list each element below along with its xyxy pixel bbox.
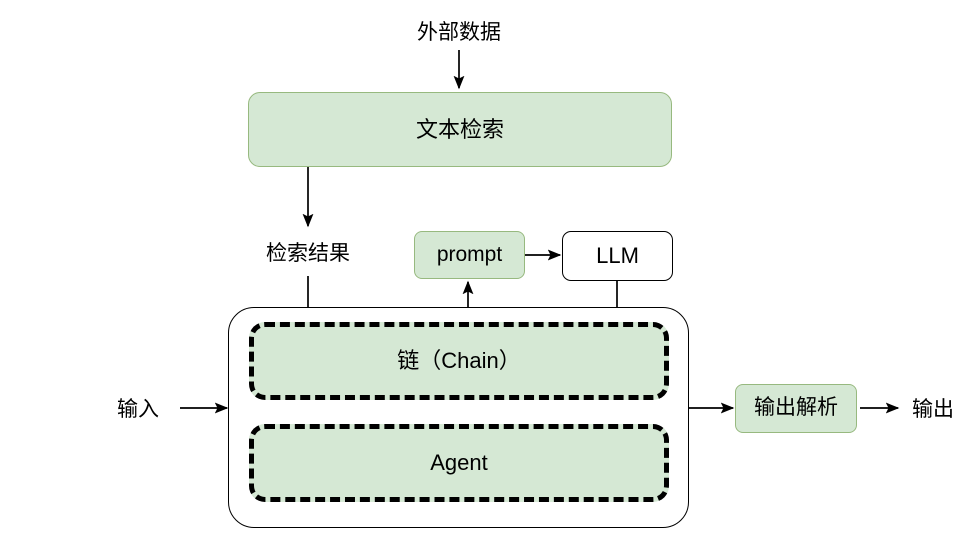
node-agent[interactable]: Agent [249, 424, 669, 502]
node-prompt[interactable]: prompt [414, 231, 525, 279]
node-llm[interactable]: LLM [562, 231, 673, 281]
node-output-parser[interactable]: 输出解析 [735, 384, 857, 433]
label-retrieval-result: 检索结果 [266, 242, 350, 265]
label-input: 输入 [117, 398, 159, 421]
label-external-data: 外部数据 [417, 21, 501, 44]
node-chain[interactable]: 链（Chain） [249, 322, 669, 400]
node-text-retrieval[interactable]: 文本检索 [248, 92, 672, 167]
label-output: 输出 [912, 398, 954, 421]
